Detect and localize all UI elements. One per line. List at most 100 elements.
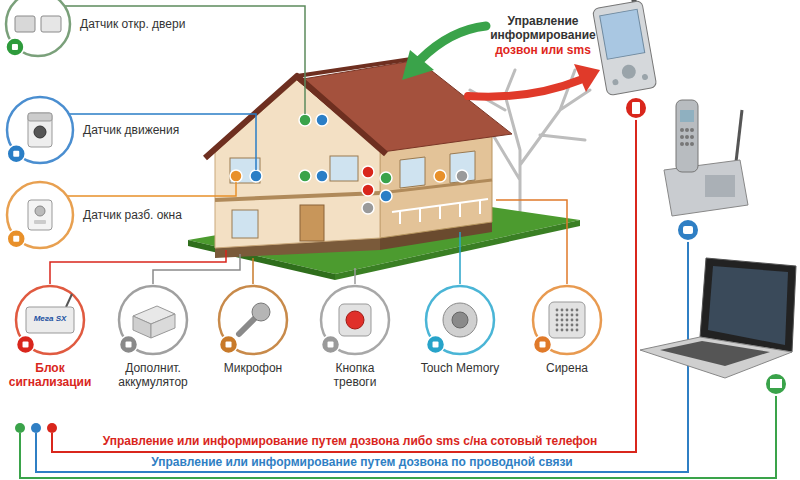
device-circle-part [34,126,46,138]
mobile-phone [591,0,657,119]
device-circle-part [28,200,52,230]
house-part [400,157,425,188]
line-caption-box: Управление или информирование путем дозв… [103,434,598,448]
device-circle-part [566,324,569,327]
device-circle-part [556,319,559,322]
sensor-dots-part [434,170,446,182]
device-circle-part [28,113,52,147]
device-circle-part [571,329,574,332]
device-circle-part [549,302,585,338]
mobile-phone-part [632,102,640,114]
sensor-dots-part [299,114,311,126]
device-circle [531,284,603,356]
device-circle-part [7,97,73,163]
sensor-wires-part [67,182,236,196]
device-circle-part [41,16,61,32]
line-dots [15,423,57,433]
device-circle-part [556,314,559,317]
device-circle-part [7,145,25,163]
device-circle-part [540,341,546,347]
device-label: Датчик движения [83,123,179,137]
line-dots-part [15,423,25,433]
landline-phone-part [677,219,699,241]
device-brand-box: Мега SX [34,314,67,324]
device-circle [117,284,189,356]
device-circle-part [561,319,564,322]
sensor-wires-part [496,200,567,284]
laptop-part [708,266,788,345]
door-sensor: Датчик откр. двери [4,0,185,58]
window-sensor: Датчик разб. окна [5,180,182,250]
device-circle [5,180,75,250]
laptop-part [770,379,782,388]
motion-sensor: Датчик движения [5,95,179,165]
line-dots-part [31,423,41,433]
device-circle-part [28,113,52,121]
device-circle-part [120,335,138,353]
sensor-wires-part [50,250,226,284]
device-circle-part [6,38,24,56]
line-caption: Управление или информирование путем дозв… [151,455,572,469]
device-circle-part [252,303,270,321]
landline-phone-part-part [690,128,694,132]
device-circle-part [34,220,46,224]
sensor-dots-part [362,184,374,196]
device-circle-part [443,303,477,337]
bottom-lines-part [20,395,776,478]
device-circle-part [427,335,445,353]
device-circle-part [571,319,574,322]
battery-unit: Дополнит. аккумулятор [108,284,198,389]
landline-phone-part [680,110,694,122]
device-circle-part [556,324,559,327]
sensor-wires-part [252,258,254,284]
house-part [450,151,475,183]
device-circle-part [566,319,569,322]
sensor-dots-part [250,170,262,182]
device-label: Блок сигнализации [2,361,98,389]
control-caption-box: дозвон или sms [495,43,591,57]
landline-phone-part-part [680,128,684,132]
sensor-dots-part [299,170,311,182]
device-circle-part [119,286,187,354]
device-circle-part [561,324,564,327]
device-circle-part [321,286,389,354]
device-label: Датчик разб. окна [83,208,182,222]
device-circle-part [566,309,569,312]
sensor-wires [50,6,567,284]
landline-phone-part-part [680,135,684,139]
sensor-wires-part [64,6,305,114]
device-circle-part [571,314,574,317]
landline-phone-part [680,128,694,146]
device-circle-part [426,286,494,354]
house-part [215,193,380,200]
mobile-phone-part-part [612,79,619,86]
device-circle [319,284,391,356]
panic-button: Кнопка тревоги [315,284,395,389]
device-label: Микрофон [211,361,295,375]
device-circle-part [576,319,579,322]
device-circle [4,0,72,58]
device-circle-part [23,341,29,347]
device-circle-part [220,335,238,353]
touch-memory: Touch Memory [414,284,506,375]
device-label: Кнопка тревоги [315,361,395,389]
device-circle-part [571,309,574,312]
house-part [300,205,324,241]
device-circle-part [452,312,468,328]
mobile-phone-part [591,0,657,96]
sensor-dots-part [362,166,374,178]
device-circle-part [322,335,340,353]
sensor-dots [230,114,468,214]
device-circle-part [13,236,19,242]
device-circle-part [346,311,364,329]
line-dots-part [47,423,57,433]
device-label: Сирена [527,361,607,375]
control-arrows-part [574,64,600,92]
laptop-part [660,341,770,366]
landline-phone-part [705,175,735,197]
device-circle-part [66,294,72,307]
control-arrows-part [468,80,580,97]
house-part [205,76,386,158]
device-circle-part [219,286,287,354]
